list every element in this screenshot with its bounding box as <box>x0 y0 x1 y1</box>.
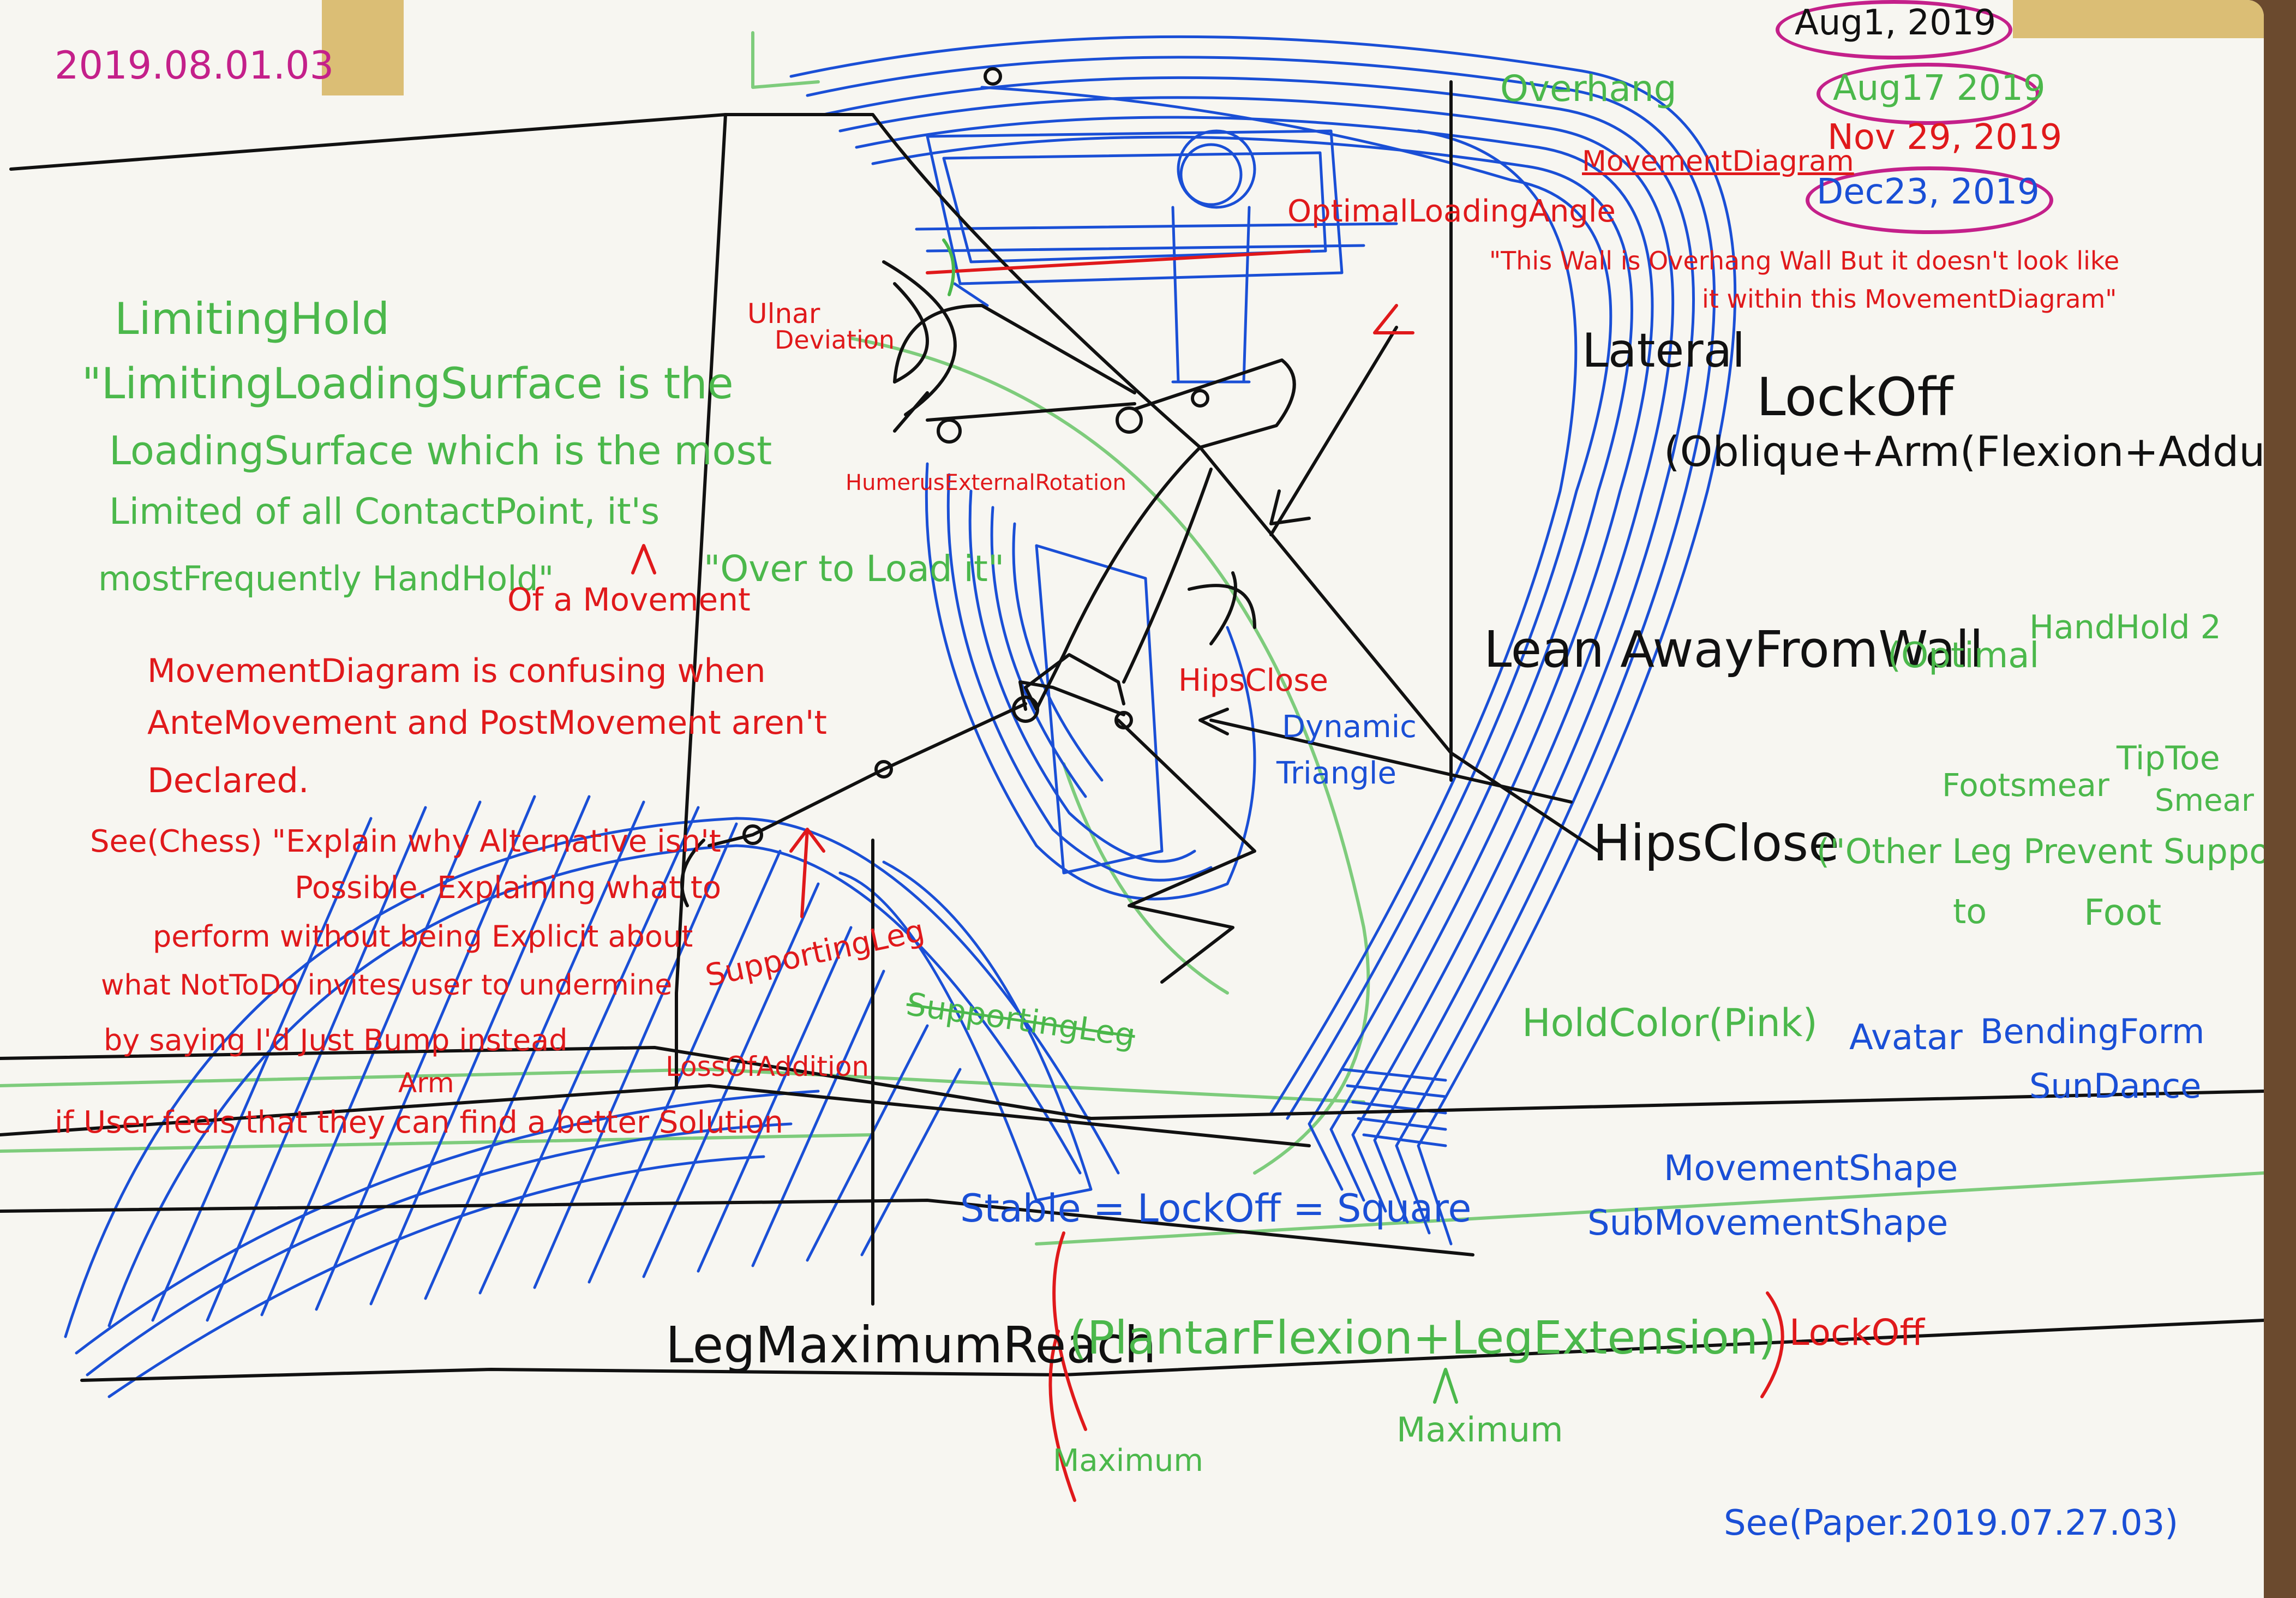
red-ink-strokes <box>631 249 1784 1502</box>
sundance-label: SunDance <box>2029 1066 2202 1106</box>
lateral-label: Lateral <box>1582 324 1746 378</box>
hips-close-red: HipsClose <box>1178 663 1328 698</box>
optimal-loading-angle: OptimalLoadingAngle <box>1287 194 1616 229</box>
bending-form-label: BendingForm <box>1980 1012 2205 1051</box>
see-chess-note-1: See(Chess) "Explain why Alternative isn'… <box>90 824 721 859</box>
smear-label: Smear <box>2155 783 2254 818</box>
overhang-note-2: it within this MovementDiagram" <box>1702 284 2117 314</box>
footsmear-label: Footsmear <box>1942 767 2109 804</box>
triangle-label: Triangle <box>1276 756 1396 791</box>
leg-max-reach-label: LegMaximumReach <box>666 1316 1156 1374</box>
limiting-hold-title: LimitingHold <box>115 294 390 344</box>
humerus-rotation: HumerusExternalRotation <box>846 470 1126 495</box>
see-chess-note-4: what NotToDo invites user to undermine <box>101 969 673 1002</box>
date-4: Dec23, 2019 <box>1817 172 2040 212</box>
limiting-hold-line-2: LoadingSurface which is the most <box>109 428 772 474</box>
overhang-green: Overhang <box>1500 68 1677 110</box>
date-1: Aug1, 2019 <box>1795 3 1997 43</box>
lean-away-label: Lean AwayFromWall <box>1484 620 1983 679</box>
tiptoe-label: TipToe <box>2117 739 2220 777</box>
see-chess-note-3: perform without being Explicit about <box>153 919 693 954</box>
green-guide-lines <box>0 31 2264 1246</box>
ulnar-deviation-2: Deviation <box>775 325 895 355</box>
hips-close-black: HipsClose <box>1593 814 1839 872</box>
loss-of-addition: LossOfAddition <box>666 1051 870 1082</box>
date-3: Nov 29, 2019 <box>1827 117 2063 158</box>
masking-tape-top-right <box>2013 0 2264 38</box>
lockoff-label: LockOff <box>1757 367 1953 428</box>
oblique-label: (Oblique+Arm(Flexion+Adduction)) <box>1664 427 2264 476</box>
avatar-label: Avatar <box>1849 1018 1963 1058</box>
dynamic-label: Dynamic <box>1282 709 1417 745</box>
movement-shape: MovementShape <box>1664 1148 1958 1189</box>
masking-tape-top-left <box>322 0 404 95</box>
date-oval-3 <box>1806 166 2053 234</box>
other-leg-1: ("Other Leg Prevent Supporting <box>1817 831 2264 871</box>
date-code: 2019.08.01.03 <box>55 43 334 88</box>
green-ink-strokes <box>942 238 1458 1404</box>
of-a-movement: Of a Movement <box>507 581 751 618</box>
movement-diagram-label: MovementDiagram <box>1582 145 1854 178</box>
see-chess-note-5: by saying I'd Just Bump instead <box>104 1023 568 1057</box>
limiting-hold-line-1: "LimitingLoadingSurface is the <box>82 360 734 409</box>
date-oval-1 <box>1776 0 2012 59</box>
blue-hatched-shapes <box>64 35 1737 1398</box>
overhang-note-1: "This Wall is Overhang Wall But it doesn… <box>1489 246 2120 276</box>
arm-label: Arm <box>398 1067 454 1099</box>
maximum-left: Maximum <box>1053 1443 1203 1479</box>
hold-color: HoldColor(Pink) <box>1522 1001 1818 1045</box>
ulnar-deviation-1: Ulnar <box>747 298 820 330</box>
see-chess-note-2: Possible. Explaining what to <box>295 870 722 906</box>
movement-diagram-note-2: AnteMovement and PostMovement aren't <box>147 704 827 742</box>
sub-movement-shape: SubMovementShape <box>1587 1203 1949 1243</box>
hand-hold-2: HandHold 2 <box>2029 608 2221 647</box>
see-chess-note-6: if User feels that they can find a bette… <box>55 1105 783 1140</box>
optimal-green: (Optimal <box>1887 636 2040 676</box>
stable-label: Stable = LockOff = Square <box>960 1186 1472 1231</box>
date-2: Aug17 2019 <box>1833 68 2046 109</box>
lockoff-red: LockOff <box>1789 1312 1925 1354</box>
other-leg-foot: Foot <box>2084 891 2162 933</box>
date-oval-2 <box>1817 63 2040 125</box>
limiting-hold-line-4: mostFrequently HandHold" <box>98 559 554 598</box>
movement-diagram-note-1: MovementDiagram is confusing when <box>147 652 766 690</box>
over-to-load: "Over to Load it" <box>704 548 1005 590</box>
movement-diagram-note-3: Declared. <box>147 761 309 800</box>
see-paper: See(Paper.2019.07.27.03) <box>1724 1503 2179 1543</box>
limiting-hold-line-3: Limited of all ContactPoint, it's <box>109 490 660 532</box>
other-leg-to: to <box>1953 891 1987 931</box>
plantar-label: (PlantarFlexion+LegExtension) <box>1069 1311 1776 1364</box>
maximum-center: Maximum <box>1396 1410 1563 1450</box>
black-ink-lines <box>0 67 2264 1382</box>
